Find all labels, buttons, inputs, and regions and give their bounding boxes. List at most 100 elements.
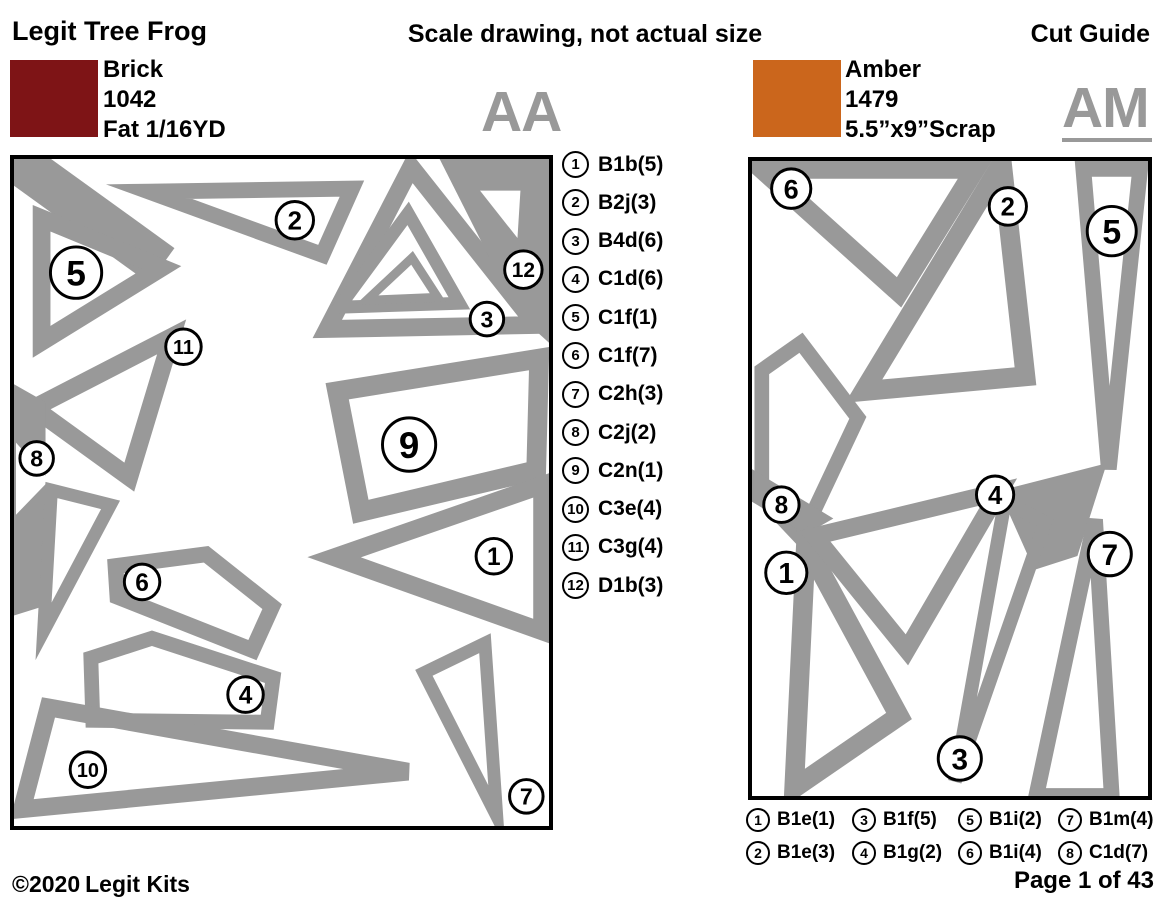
marker-number: 6 [135,570,149,597]
legend-label: C2h(3) [598,382,664,406]
piece-3-outline [326,201,471,315]
legend-label: B1e(1) [777,809,836,830]
marker-circle [474,536,514,576]
legend-label: B1b(5) [598,152,664,176]
piece-marker-1: 1 [764,550,809,596]
piece-8-outline [35,481,121,661]
legend-label: C1d(6) [598,267,664,291]
marker-number: 1 [487,544,501,571]
piece-number-badge: 7 [562,380,589,408]
marker-number: 8 [775,492,789,519]
piece-number-badge: 1 [562,151,589,178]
legend-item: 4 C1d(6) [562,265,664,293]
marker-number: 6 [784,173,799,204]
amber-color-swatch [753,60,841,137]
piece-number-badge: 6 [562,342,589,370]
piece-marker-9: 9 [381,416,438,473]
fabric-cut: Fat 1/16YD [103,116,226,143]
piece-number-badge: 4 [562,265,589,293]
fabric-code: 1479 [845,86,899,113]
piece-marker-2: 2 [987,186,1028,227]
marker-circle [468,300,506,338]
marker-circle [1085,204,1138,258]
legend-label: D1b(3) [598,573,664,597]
marker-circle [18,440,55,477]
marker-number: 3 [952,743,969,776]
piece-marker-7: 7 [1086,530,1133,578]
marker-number: 11 [173,337,194,359]
corner-band [14,159,175,284]
brick-fabric-info: Brick 1042 Fat 1/16YD [103,55,226,145]
piece-7-outline [1028,517,1120,796]
piece-number-badge: 1 [746,808,770,832]
piece-marker-4: 4 [974,474,1016,516]
legend-label: C3e(4) [598,497,663,521]
piece-number-badge: 3 [562,227,589,255]
piece-12-outline [312,159,549,339]
marker-circle [1086,530,1133,578]
piece-6-outline [752,161,992,308]
panel-label-am: AM [1062,80,1152,142]
marker-circle [226,675,265,714]
piece-number-badge: 9 [562,457,589,485]
piece-10-outline [14,697,410,819]
piece-marker-11: 11 [164,327,203,367]
piece-number-badge: 8 [562,419,589,447]
piece-marker-3: 3 [468,300,506,338]
piece-2-outline [105,180,365,265]
piece-marker-6: 6 [770,167,813,210]
piece-11-outline [16,319,187,492]
piece-marker-10: 10 [68,750,108,789]
marker-circle [274,200,315,241]
legend-label: B2j(3) [598,190,657,214]
panel-label-aa: AA [481,80,562,144]
piece-marker-8: 8 [18,440,55,477]
legend-label: C1f(1) [598,305,658,329]
page-number: Page 1 of 43 [1013,867,1154,894]
fabric-name: Amber [845,56,922,83]
piece-number-badge: 11 [562,533,589,561]
inner-triangle [354,250,446,306]
marker-circle [762,485,801,524]
piece-number-badge: 5 [562,304,589,332]
legend-label: C1f(7) [598,343,658,367]
legend-label: B1i(2) [989,809,1042,830]
piece-marker-2: 2 [274,200,315,241]
legend-item: 12 D1b(3) [562,572,664,600]
legend-label: B1e(3) [777,842,836,863]
marker-number: 7 [520,784,533,810]
marker-number: 7 [1101,539,1118,572]
piece-marker-12: 12 [503,249,544,290]
marker-number: 4 [988,482,1003,510]
piece-number-badge: 12 [562,572,589,600]
brand-name: Legit Kits [85,871,190,897]
piece-2-outline [845,161,1037,403]
piece-marker-7: 7 [508,778,545,815]
piece-1-outline [307,473,549,644]
marker-circle [122,562,162,602]
legend-label: B1g(2) [883,842,943,863]
piece-3-outline [948,491,1054,784]
marker-number: 12 [512,259,535,282]
cut-guide-heading: Cut Guide [1030,20,1150,48]
marker-number: 9 [399,425,419,466]
piece-5-outline [1074,161,1148,470]
marker-circle [770,167,813,210]
